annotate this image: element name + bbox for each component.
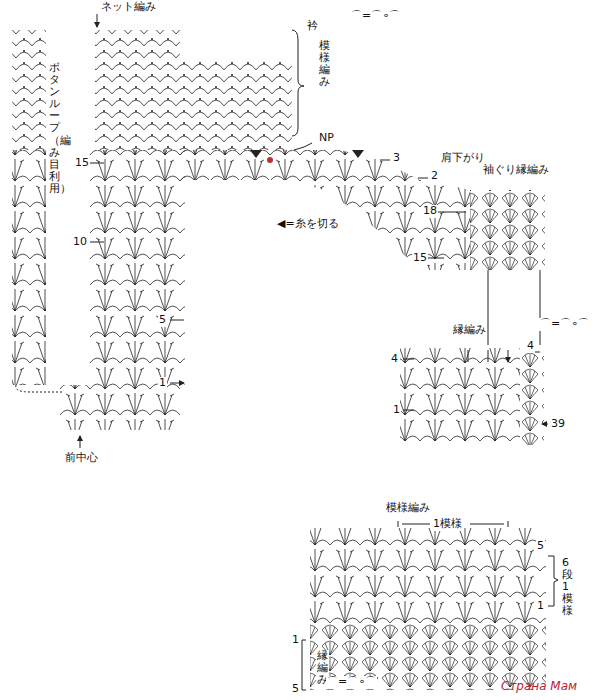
row-number: 5 bbox=[291, 683, 300, 696]
row-number: 39 bbox=[550, 418, 566, 431]
stitch-label: ネット編み bbox=[100, 1, 157, 14]
row-number: 4 bbox=[526, 340, 535, 353]
part-name: 袖ぐり縁編み bbox=[482, 164, 550, 177]
row-number: 4 bbox=[390, 353, 399, 366]
stitch-label: ボタンループ（編み目利用） bbox=[48, 62, 61, 195]
row-number: 5 bbox=[158, 314, 167, 327]
watermark: Страна Мам bbox=[500, 680, 578, 694]
symbol-key: ⌒=⌒∘⌒ bbox=[326, 676, 377, 689]
row-number: 15 bbox=[74, 157, 90, 170]
repeat-label: 1模様 bbox=[432, 518, 463, 531]
symbol-key: ⌒=⌒∘⌒ bbox=[539, 318, 590, 331]
stitch-label: 模様編み bbox=[385, 502, 431, 515]
row-number: 1 bbox=[536, 600, 545, 613]
marker-label: NP bbox=[318, 132, 335, 145]
row-number: 3 bbox=[392, 152, 401, 165]
part-name: 肩下がり bbox=[440, 152, 486, 165]
row-number: 15 bbox=[412, 252, 428, 265]
note: ◀=糸を切る bbox=[276, 218, 340, 231]
part-name: 前中心 bbox=[64, 452, 99, 465]
row-number: 10 bbox=[72, 236, 88, 249]
stitch-label: 縁編み bbox=[452, 324, 487, 337]
row-number: 5 bbox=[536, 540, 545, 553]
row-number: 18 bbox=[422, 205, 438, 218]
symbol-key: ⌒=⌒∘⌒ bbox=[350, 10, 401, 23]
row-number: 1 bbox=[392, 404, 401, 417]
row-number: 1 bbox=[291, 634, 300, 647]
repeat-label: 6段1模様 bbox=[561, 557, 574, 617]
stitch-label: 模様編み bbox=[318, 40, 331, 88]
row-number: 2 bbox=[430, 170, 439, 183]
part-name: 衿 bbox=[306, 20, 319, 33]
row-number: 1 bbox=[158, 377, 167, 390]
